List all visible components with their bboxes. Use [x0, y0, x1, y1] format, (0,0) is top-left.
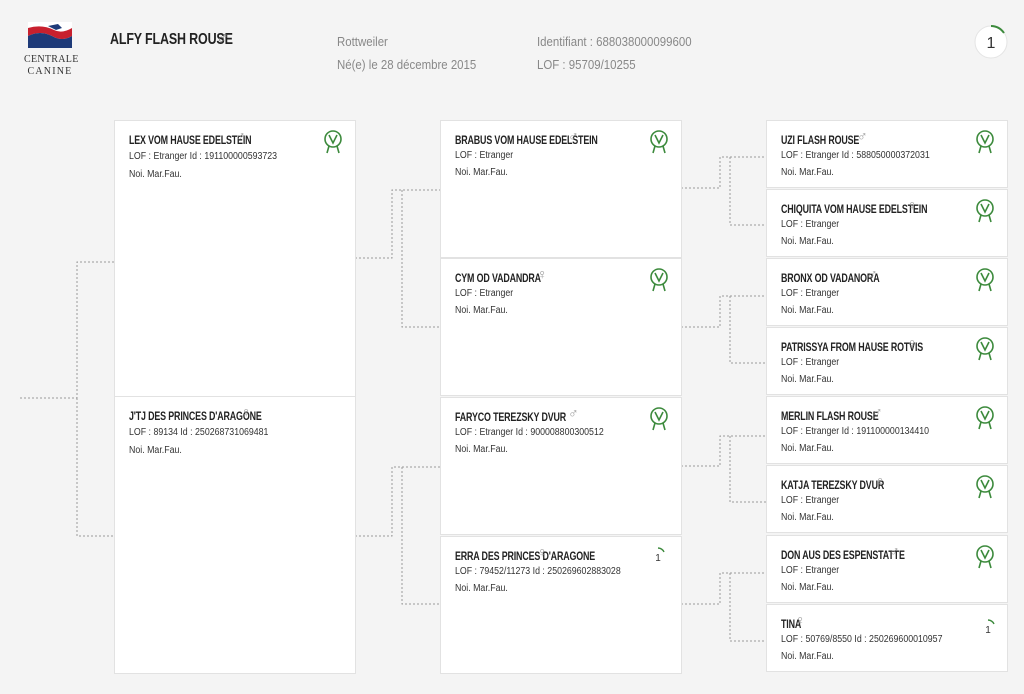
logo-flag-icon	[28, 22, 72, 48]
dog-card-name[interactable]: CYM OD VADANDRA	[455, 271, 541, 285]
vet-check-icon[interactable]	[649, 406, 669, 434]
sex-icon: ♀	[537, 266, 548, 282]
dog-card-registry: LOF : Etranger	[781, 565, 840, 576]
pedigree-card[interactable]: PATRISSYA FROM HAUSE ROTVIS♀ LOF : Etrang…	[766, 327, 1008, 395]
pedigree-card[interactable]: LEX VOM HAUSE EDELSTEIN♂ LOF : Etranger I…	[114, 120, 356, 398]
sex-icon: ♀	[907, 197, 918, 213]
dog-card-color: Noi. Mar.Fau.	[455, 444, 508, 455]
vet-check-icon[interactable]	[975, 198, 995, 226]
vet-check-icon[interactable]	[975, 405, 995, 433]
dog-card-registry: LOF : 79452/11273 Id : 250269602883028	[455, 566, 621, 577]
dog-card-color: Noi. Mar.Fau.	[781, 443, 834, 454]
dog-card-color: Noi. Mar.Fau.	[781, 651, 834, 662]
dog-card-name[interactable]: PATRISSYA FROM HAUSE ROTVIS	[781, 340, 924, 354]
sex-icon: ♂	[872, 404, 883, 420]
pedigree-card[interactable]: BRABUS VOM HAUSE EDELSTEIN♂ LOF : Etrange…	[440, 120, 682, 258]
dog-birth: Né(e) le 28 décembre 2015	[337, 57, 477, 72]
sex-icon: ♀	[537, 544, 548, 560]
generation-badge-small[interactable]: 1	[651, 547, 665, 565]
dog-card-registry: LOF : Etranger	[781, 288, 840, 299]
generation-ring-icon: 1	[974, 25, 1008, 59]
dog-card-color: Noi. Mar.Fau.	[781, 167, 834, 178]
dog-card-color: Noi. Mar.Fau.	[781, 236, 834, 247]
dog-card-registry: LOF : Etranger	[781, 357, 840, 368]
dog-card-color: Noi. Mar.Fau.	[455, 305, 508, 316]
dog-card-registry: LOF : Etranger	[455, 288, 514, 299]
dog-card-name[interactable]: KATJA TEREZSKY DVUR	[781, 478, 885, 492]
vet-check-icon[interactable]	[975, 336, 995, 364]
logo-line2: CANINE	[27, 66, 73, 77]
dog-card-name[interactable]: LEX VOM HAUSE EDELSTEIN	[129, 133, 252, 147]
generation-badge-number: 1	[987, 35, 996, 52]
sex-icon: ♀	[875, 473, 886, 489]
dog-card-color: Noi. Mar.Fau.	[781, 582, 834, 593]
dog-card-name[interactable]: MERLIN FLASH ROUSE	[781, 409, 879, 423]
dog-card-name[interactable]: ERRA DES PRINCES D'ARAGONE	[455, 549, 596, 563]
sex-icon: ♂	[857, 128, 868, 144]
dog-card-registry: LOF : Etranger Id : 588050000372031	[781, 150, 930, 161]
dog-card-name[interactable]: BRONX OD VADANORA	[781, 271, 880, 285]
dog-card-color: Noi. Mar.Fau.	[129, 445, 182, 456]
dog-card-color: Noi. Mar.Fau.	[455, 167, 508, 178]
dog-card-registry: LOF : 89134 Id : 250268731069481	[129, 427, 269, 438]
sex-icon: ♀	[795, 612, 806, 628]
centrale-canine-logo[interactable]: CENTRALE CANINE	[24, 20, 79, 80]
generation-badge[interactable]: 1	[973, 20, 1009, 60]
dog-name: ALFY FLASH ROUSE	[110, 31, 233, 48]
pedigree-card[interactable]: CHIQUITA VOM HAUSE EDELSTEIN♀ LOF : Etran…	[766, 189, 1008, 257]
sex-icon: ♀	[907, 335, 918, 351]
sex-icon: ♂	[867, 266, 878, 282]
vet-check-icon[interactable]	[975, 474, 995, 502]
pedigree-card[interactable]: TINA♀ LOF : 50769/8550 Id : 2502696000109…	[766, 604, 1008, 672]
sex-icon: ♂	[568, 405, 579, 421]
sex-icon: ♀	[241, 404, 252, 420]
dog-lof: LOF : 95709/10255	[537, 57, 636, 72]
generation-badge-small[interactable]: 1	[981, 619, 995, 637]
dog-card-name[interactable]: TINA	[781, 617, 802, 631]
dog-breed: Rottweiler	[337, 34, 388, 49]
sex-icon: ♂	[568, 128, 579, 144]
vet-check-icon[interactable]	[649, 267, 669, 295]
dog-card-registry: LOF : Etranger Id : 191100000134410	[781, 426, 930, 437]
dog-card-registry: LOF : Etranger	[455, 150, 514, 161]
pedigree-card[interactable]: J'TJ DES PRINCES D'ARAGONE♀ LOF : 89134 I…	[114, 396, 356, 674]
dog-card-color: Noi. Mar.Fau.	[455, 583, 508, 594]
dog-card-color: Noi. Mar.Fau.	[129, 169, 182, 180]
dog-card-name[interactable]: UZI FLASH ROUSE	[781, 133, 860, 147]
dog-sex-icon: ♂	[216, 28, 230, 48]
generation-badge-small-number: 1	[655, 553, 661, 564]
vet-check-icon[interactable]	[975, 129, 995, 157]
vet-check-icon[interactable]	[649, 129, 669, 157]
dog-card-registry: LOF : Etranger Id : 900008800300512	[455, 427, 604, 438]
vet-check-icon[interactable]	[975, 544, 995, 572]
pedigree-card[interactable]: MERLIN FLASH ROUSE♂ LOF : Etranger Id : 1…	[766, 396, 1008, 464]
dog-card-name[interactable]: DON AUS DES ESPENSTATTE	[781, 548, 905, 562]
logo-line1: CENTRALE	[24, 54, 79, 65]
dog-card-color: Noi. Mar.Fau.	[781, 305, 834, 316]
page-header: CENTRALE CANINE ALFY FLASH ROUSE ♂ Rottw…	[0, 0, 1024, 100]
generation-badge-small-number: 1	[985, 625, 991, 636]
dog-card-registry: LOF : 50769/8550 Id : 250269600010957	[781, 634, 943, 645]
dog-card-color: Noi. Mar.Fau.	[781, 374, 834, 385]
dog-card-registry: LOF : Etranger	[781, 495, 840, 506]
dog-card-registry: LOF : Etranger	[781, 219, 840, 230]
dog-card-name[interactable]: J'TJ DES PRINCES D'ARAGONE	[129, 409, 262, 423]
dog-identifiant: Identifiant : 688038000099600	[537, 34, 692, 49]
sex-icon: ♂	[889, 543, 900, 559]
dog-card-name[interactable]: FARYCO TEREZSKY DVUR	[455, 410, 567, 424]
sex-icon: ♂	[235, 128, 246, 144]
dog-card-name[interactable]: BRABUS VOM HAUSE EDELSTEIN	[455, 133, 598, 147]
pedigree-card[interactable]: UZI FLASH ROUSE♂ LOF : Etranger Id : 5880…	[766, 120, 1008, 188]
pedigree-card[interactable]: FARYCO TEREZSKY DVUR♂ LOF : Etranger Id :…	[440, 397, 682, 535]
vet-check-icon[interactable]	[975, 267, 995, 295]
dog-card-registry: LOF : Etranger Id : 191100000593723	[129, 151, 278, 162]
pedigree-card[interactable]: ERRA DES PRINCES D'ARAGONE♀ LOF : 79452/1…	[440, 536, 682, 674]
dog-card-name[interactable]: CHIQUITA VOM HAUSE EDELSTEIN	[781, 202, 928, 216]
vet-check-icon[interactable]	[323, 129, 343, 157]
dog-card-color: Noi. Mar.Fau.	[781, 512, 834, 523]
